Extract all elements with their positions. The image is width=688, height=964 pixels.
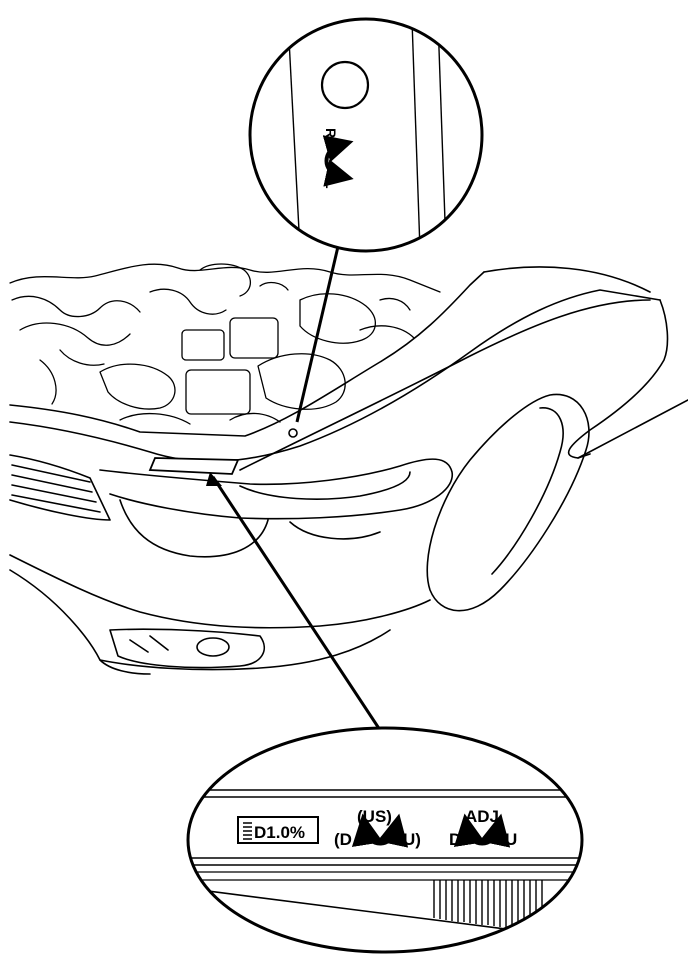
headlight-beam-icon [243,822,252,840]
aim-label-plate [148,457,240,475]
engine-bay [9,263,441,425]
adj-adjust-group: ADJ D U [449,807,517,849]
adj-u-label: U [505,830,517,849]
leader-line-top [295,237,342,423]
aim-badge-value: D1.0% [254,823,305,842]
us-u-label: U) [403,830,421,849]
leader-line-bottom [211,476,382,731]
aim-badge: D1.0% [237,816,319,844]
us-rotate-arrow-icon [351,813,409,848]
bottom-callout: D1.0% (US) (D U) ADJ D U [186,726,584,954]
top-label-r: R [323,128,339,138]
aim-screw-marker [288,428,298,438]
leader-arrow-bottom [206,472,222,486]
rotate-arrow-icon [322,135,354,187]
adj-d-label: D [449,830,461,849]
us-adjust-group: (US) (D U) [334,807,421,849]
adj-rotate-arrow-icon [453,813,511,848]
us-title: (US) [357,807,392,826]
adj-title: ADJ [465,807,499,826]
adjuster-screw-icon [320,60,370,110]
top-label-l: L [323,180,339,189]
us-d-label: (D [334,830,352,849]
car-front-illustration [9,263,688,675]
top-callout: R L [248,17,484,253]
